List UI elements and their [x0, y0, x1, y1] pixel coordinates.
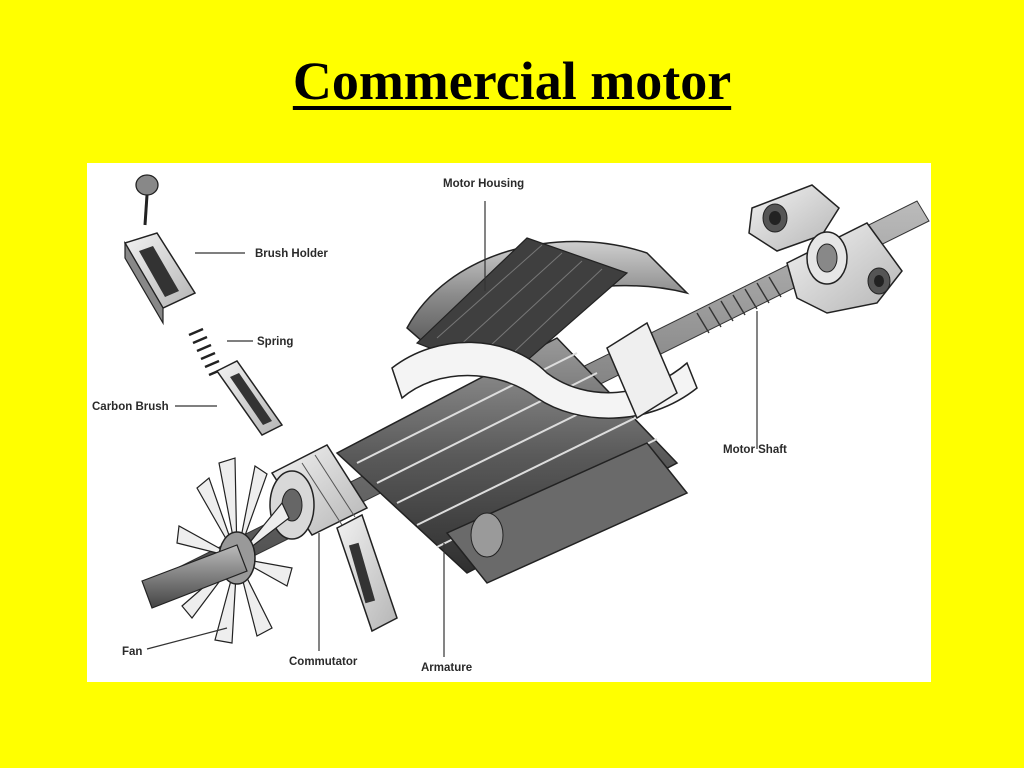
fan-part: [141, 457, 293, 644]
label-motor-shaft: Motor Shaft: [723, 444, 787, 456]
label-armature: Armature: [421, 662, 472, 674]
label-motor-housing: Motor Housing: [443, 178, 524, 190]
label-spring: Spring: [257, 336, 293, 348]
label-brush-holder: Brush Holder: [255, 248, 328, 260]
lower-brush-part: [336, 513, 398, 633]
label-carbon-brush: Carbon Brush: [92, 401, 169, 413]
motor-diagram-panel: Motor Housing Brush Holder Spring Carbon…: [87, 163, 931, 682]
spring-part: [188, 327, 224, 377]
motor-diagram: Motor Housing Brush Holder Spring Carbon…: [92, 174, 930, 674]
slide-title: Commercial motor: [292, 51, 732, 111]
label-fan: Fan: [122, 646, 142, 658]
end-bracket-part: [748, 184, 903, 314]
label-commutator: Commutator: [289, 656, 358, 668]
leader-lines: [146, 201, 758, 657]
screw-part: [135, 174, 159, 226]
brush-holder-part: [123, 232, 197, 326]
carbon-brush-part: [215, 360, 284, 436]
motor-housing-part: [391, 237, 698, 420]
